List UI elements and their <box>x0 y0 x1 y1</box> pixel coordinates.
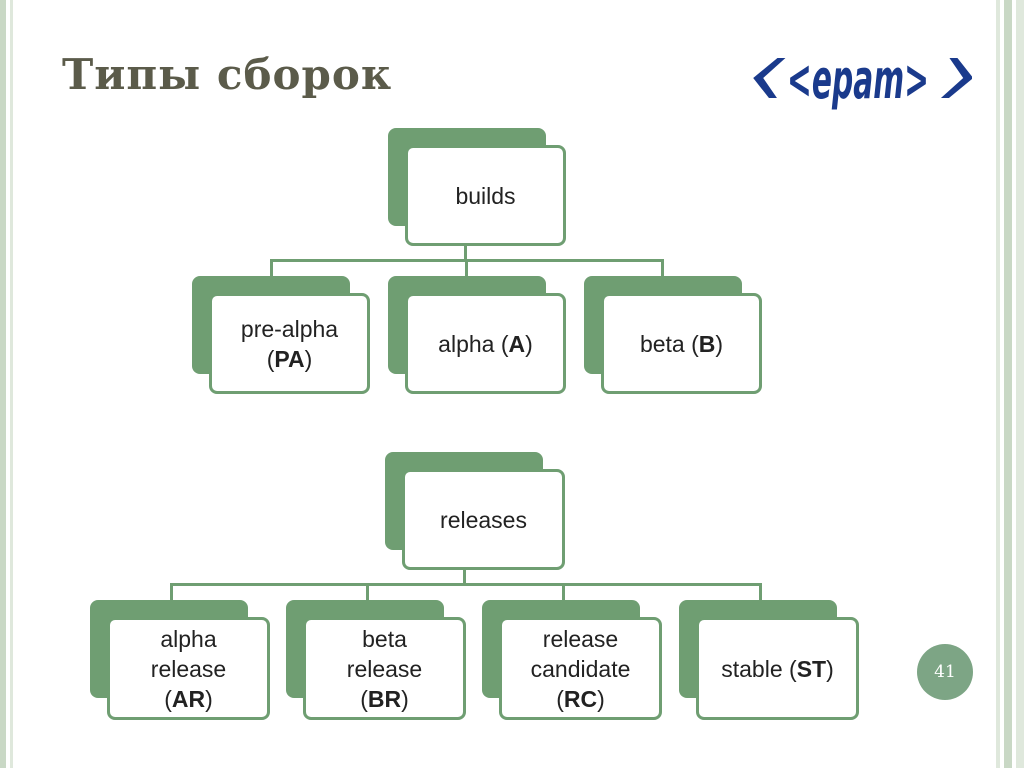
builds-drop-1 <box>270 259 273 276</box>
release-node-label: stable (ST) <box>721 655 834 682</box>
build-node-label: alpha (A) <box>438 330 533 357</box>
releases-drop-4 <box>759 583 762 600</box>
release-node-abbr: ST <box>796 655 827 682</box>
releases-stem <box>463 570 466 584</box>
build-node-abbr: PA <box>274 345 305 372</box>
releases-root-node: releases <box>385 452 565 570</box>
build-node-pre-alpha: pre-alpha(PA) <box>192 276 370 394</box>
build-node-label: beta (B) <box>639 330 724 357</box>
epam-logo-text: <epam> <box>787 48 929 110</box>
releases-drop-1 <box>170 583 173 600</box>
epam-logo: <epam> <box>753 48 972 110</box>
slide-frame-right <box>992 0 1024 768</box>
releases-drop-3 <box>562 583 565 600</box>
builds-root-label: builds <box>455 182 516 209</box>
build-node-label: pre-alpha(PA) <box>240 315 339 372</box>
builds-root-node: builds <box>388 128 566 246</box>
page-number: 41 <box>934 662 956 682</box>
release-node-abbr: BR <box>367 685 402 712</box>
slide-frame-left-inner <box>10 0 13 768</box>
release-node-stable: stable (ST) <box>679 600 859 720</box>
build-node-abbr: A <box>508 330 526 357</box>
page-number-badge: 41 <box>917 644 973 700</box>
builds-drop-3 <box>661 259 664 276</box>
releases-drop-2 <box>366 583 369 600</box>
slide-title: Типы сборок <box>62 50 393 99</box>
build-node-abbr: B <box>698 330 716 357</box>
build-node-beta: beta (B) <box>584 276 762 394</box>
releases-root-label: releases <box>440 506 527 533</box>
release-node-abbr: AR <box>171 685 206 712</box>
build-node-alpha: alpha (A) <box>388 276 566 394</box>
releases-hbar <box>170 583 762 586</box>
builds-drop-2 <box>465 259 468 276</box>
builds-stem <box>464 246 467 260</box>
slide-frame-left <box>0 0 6 768</box>
release-node-abbr: RC <box>563 685 598 712</box>
